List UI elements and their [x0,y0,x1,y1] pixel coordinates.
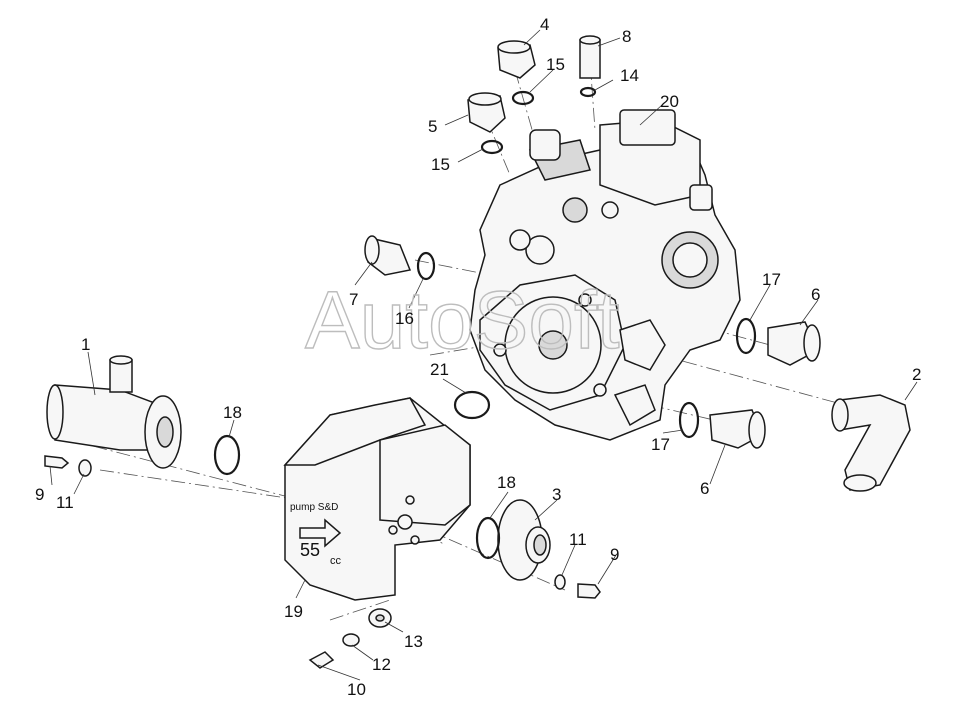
callout-9-right: 9 [610,545,619,564]
part-19-gear-pump: pump S&D 55 cc [283,397,471,601]
ring-18-left [213,434,241,476]
callout-18-right: 18 [497,473,516,492]
hardware-left [44,455,92,477]
ring-21 [453,390,491,420]
callout-14: 14 [620,66,639,85]
hardware-right [554,574,601,599]
ring-17-lower [678,401,700,439]
part-6-fitting-lower [709,409,766,449]
part-2-outlet-elbow [831,394,911,492]
callout-1: 1 [81,335,90,354]
callout-7: 7 [349,290,358,309]
ring-15-upper [511,90,535,106]
part-4-fitting [497,40,536,79]
part-1-inlet-fitting [46,355,182,469]
casting-text-cc: cc [330,555,342,567]
callout-6-lower: 6 [700,479,709,498]
callout-17-upper: 17 [762,270,781,289]
leader-lines [49,29,918,681]
main-pump-body [469,109,741,441]
part-8-fitting [579,35,601,79]
callout-10: 10 [347,680,366,699]
callout-19: 19 [284,602,303,621]
ring-17-upper [735,317,757,355]
part-5-fitting [467,92,506,133]
callout-6-upper: 6 [811,285,820,304]
ring-18-right [475,516,501,560]
part-3-flange [497,499,551,581]
seal-rings [213,86,757,560]
callout-11-left: 11 [56,493,74,512]
callout-15-upper: 15 [546,55,565,74]
part-7-fitting [364,235,412,276]
callout-12: 12 [372,655,391,674]
callout-21: 21 [430,360,449,379]
ring-14 [579,86,597,98]
casting-text-pump: pump S&D [290,502,338,513]
callout-16: 16 [395,309,414,328]
callout-labels: 1 2 3 4 5 6 6 7 8 9 9 10 11 11 12 13 14 … [35,15,921,699]
callout-5: 5 [428,117,437,136]
ring-15-lower [480,139,504,155]
casting-text-55: 55 [300,540,320,560]
callout-3: 3 [552,485,561,504]
callout-2: 2 [912,365,921,384]
callout-15-lower: 15 [431,155,450,174]
ring-16 [416,251,436,281]
callout-20: 20 [660,92,679,111]
callout-18-left: 18 [223,403,242,422]
callout-11-right: 11 [569,530,587,549]
callout-9-left: 9 [35,485,44,504]
callout-4: 4 [540,15,549,34]
callout-17-lower: 17 [651,435,670,454]
part-6-fitting-upper [767,321,821,366]
watermark: AutoSoft [305,275,620,366]
callout-13: 13 [404,632,423,651]
callout-8: 8 [622,27,631,46]
